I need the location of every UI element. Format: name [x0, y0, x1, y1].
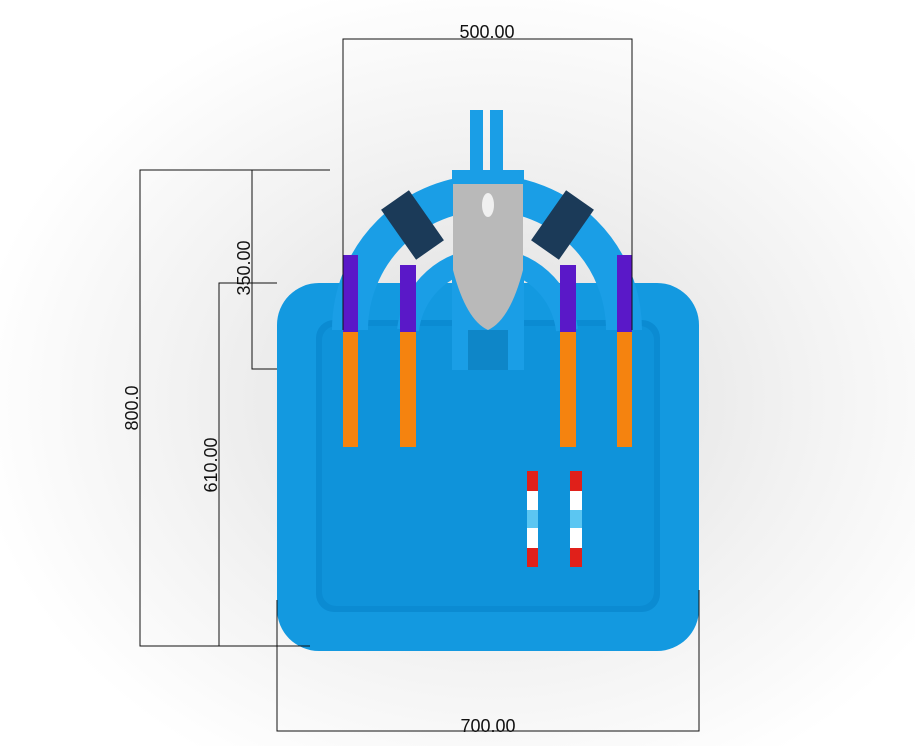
dim-top-width: 500.00	[459, 22, 514, 42]
pool-ladders	[527, 471, 582, 567]
central-slide	[452, 110, 524, 370]
dimension-lines	[139, 38, 700, 732]
dim-bottom-width: 700.00	[460, 716, 515, 736]
dim-pool-length: 610.00	[201, 437, 221, 492]
dim-total-length: 800.0	[122, 385, 142, 430]
dim-slide-length: 350.00	[234, 240, 254, 295]
slide-lanes	[343, 255, 632, 447]
